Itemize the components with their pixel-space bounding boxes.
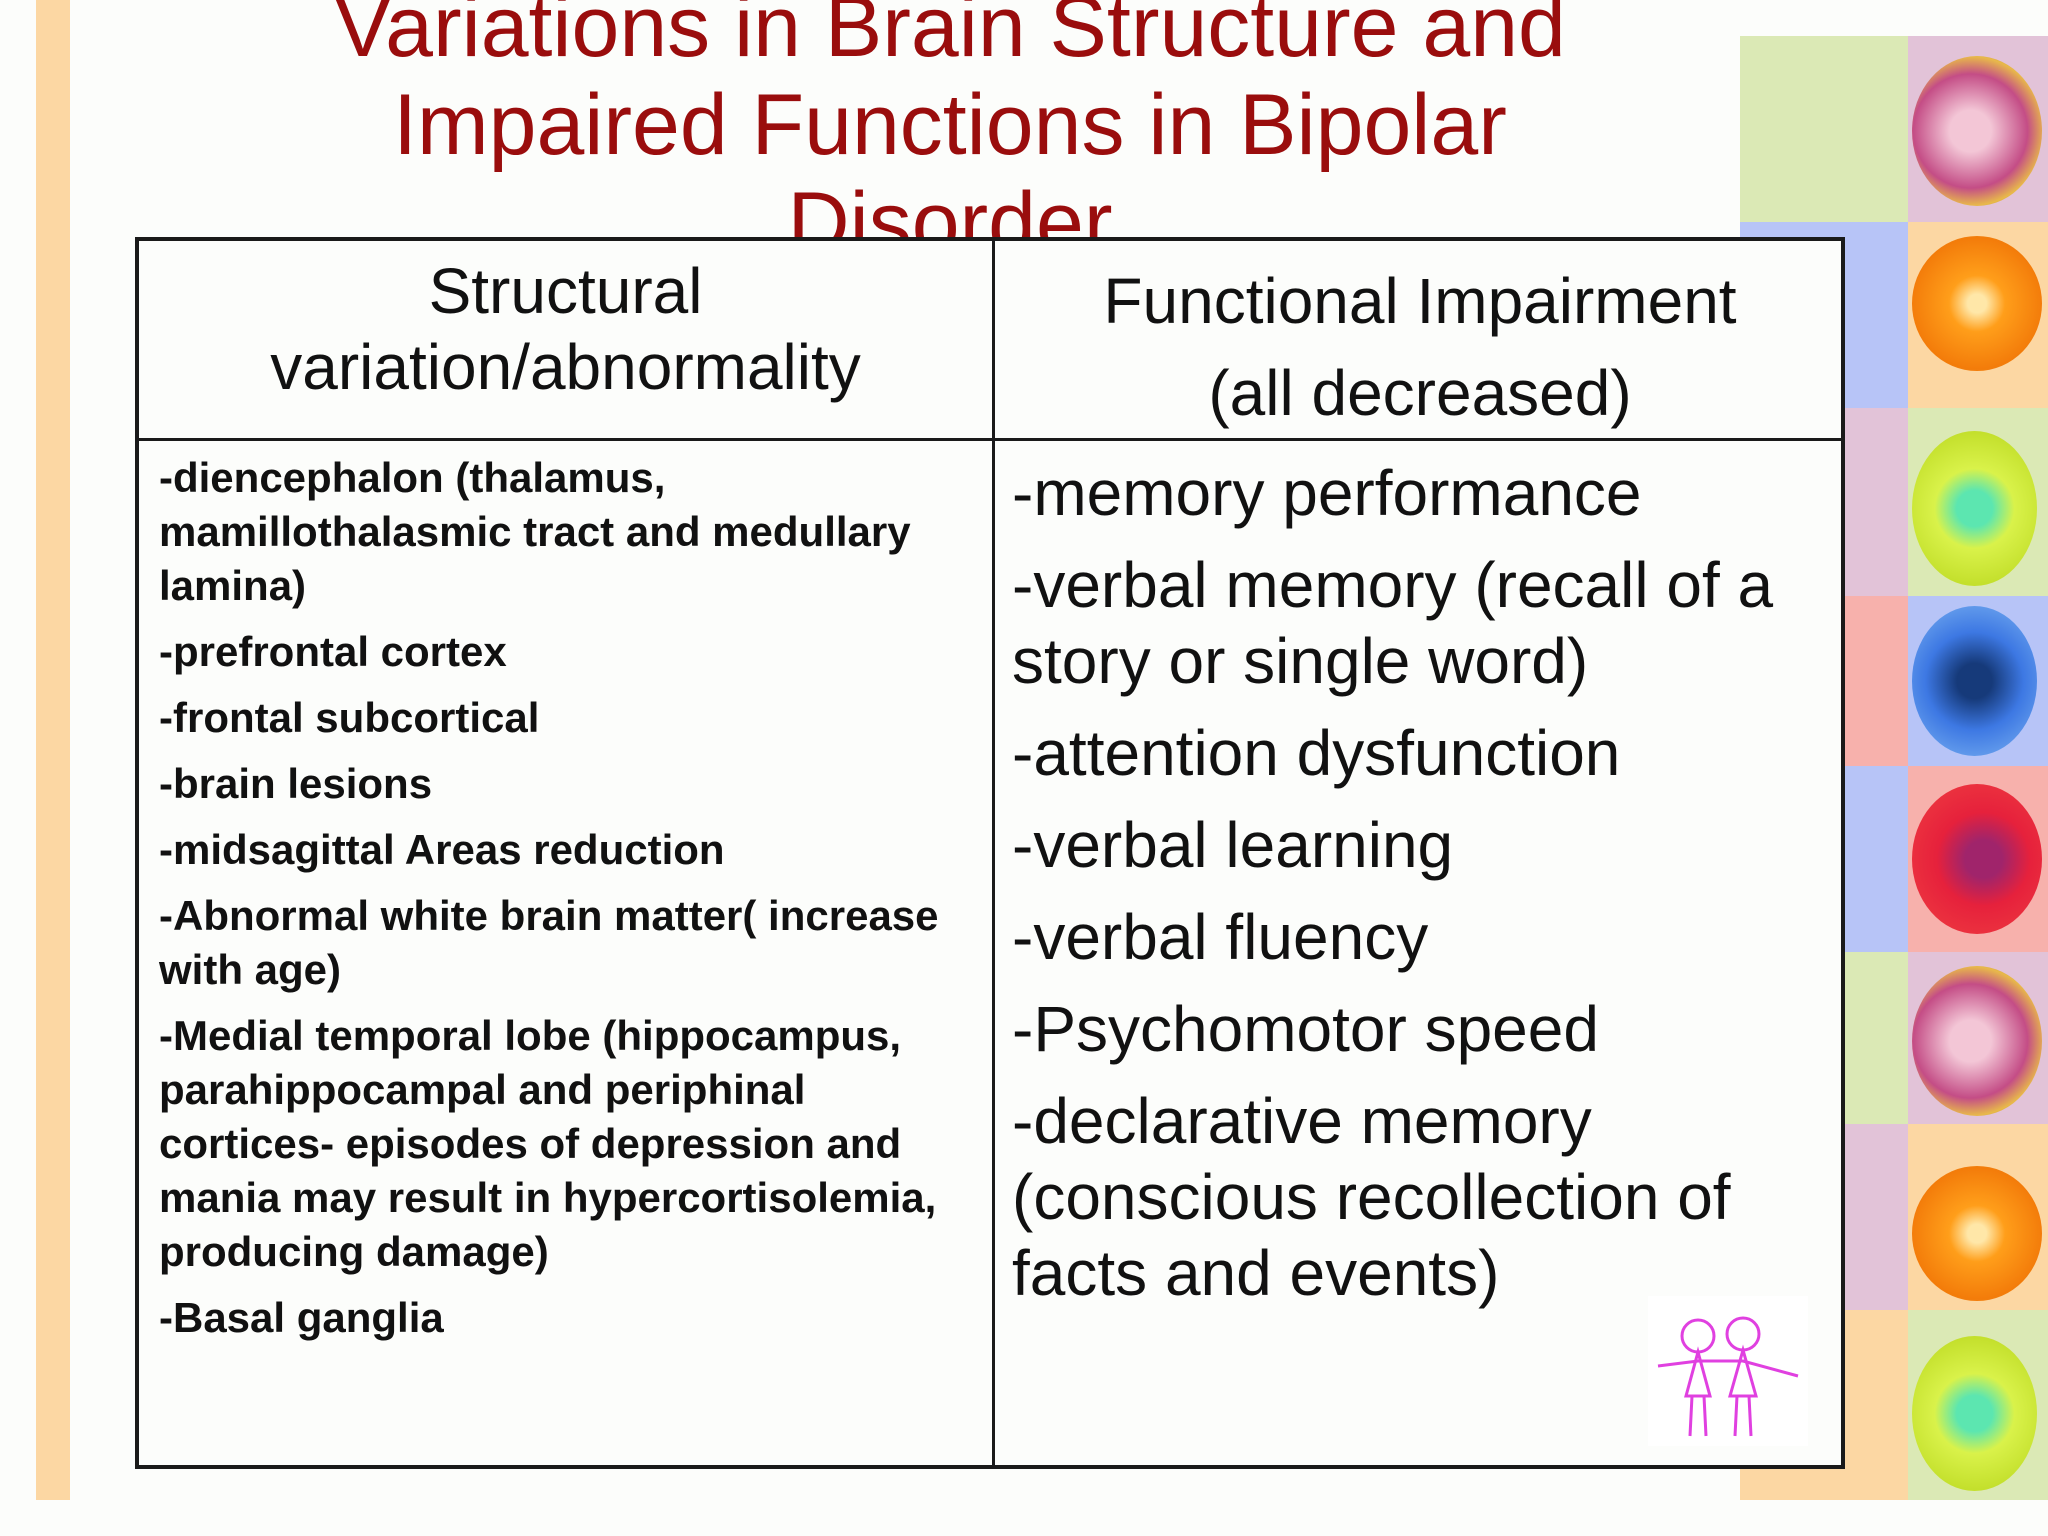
column-divider: [992, 241, 995, 1465]
structural-item: -prefrontal cortex: [159, 628, 507, 675]
header-divider: [139, 438, 1841, 441]
functional-item: -attention dysfunction: [1012, 717, 1621, 789]
header-structural-line1: Structural: [428, 255, 703, 327]
header-functional-line2: (all decreased): [1208, 357, 1632, 429]
header-structural: Structural variation/abnormality: [139, 253, 992, 405]
mosaic-tile: [1740, 36, 1908, 222]
functional-item: -verbal learning: [1012, 809, 1454, 881]
functional-item: -memory performance: [1012, 457, 1642, 529]
structural-item: -Medial temporal lobe (hippocampus, para…: [159, 1012, 937, 1275]
orange-icon: [1912, 1166, 2042, 1301]
apple-icon: [1912, 56, 2042, 206]
functional-item: -Psychomotor speed: [1012, 993, 1599, 1065]
header-functional-line1: Functional Impairment: [1103, 265, 1737, 337]
blue-apple-icon: [1912, 606, 2037, 756]
structural-item: -midsagittal Areas reduction: [159, 826, 725, 873]
functional-item: -declarative memory (conscious recollect…: [1012, 1085, 1731, 1309]
header-structural-line2: variation/abnormality: [270, 331, 861, 403]
apple-icon: [1912, 966, 2042, 1116]
structural-item: -diencephalon (thalamus, mamillothalasmi…: [159, 454, 911, 609]
structural-item: -Basal ganglia: [159, 1294, 444, 1341]
red-grapefruit-icon: [1912, 784, 2042, 934]
green-apple-icon: [1912, 1336, 2037, 1491]
comparison-table: Structural variation/abnormality Functio…: [135, 237, 1845, 1469]
left-accent-stripe: [36, 0, 70, 1500]
structural-item: -Abnormal white brain matter( increase w…: [159, 892, 939, 993]
functional-item: -verbal fluency: [1012, 901, 1429, 973]
functional-list: -memory performance -verbal memory (reca…: [1012, 455, 1852, 1327]
structural-item: -brain lesions: [159, 760, 433, 807]
orange-icon: [1912, 236, 2042, 371]
header-functional: Functional Impairment (all decreased): [995, 255, 1845, 439]
green-apple-icon: [1912, 431, 2037, 586]
slide-title: Variations in Brain Structure and Impair…: [334, 0, 1566, 271]
structural-list: -diencephalon (thalamus, mamillothalasmi…: [159, 451, 989, 1357]
children-drawing-icon: [1648, 1296, 1808, 1446]
functional-item: -verbal memory (recall of a story or sin…: [1012, 549, 1774, 697]
structural-item: -frontal subcortical: [159, 694, 540, 741]
